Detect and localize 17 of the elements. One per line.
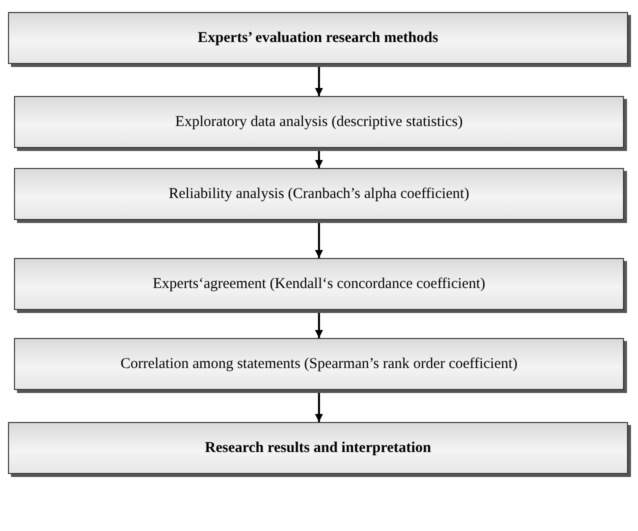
process-box xyxy=(14,258,624,310)
process-box xyxy=(14,168,624,220)
process-box xyxy=(8,12,628,64)
box-label: Experts‘agreement (Kendall‘s concordance coefficient) xyxy=(152,276,486,292)
arrow xyxy=(315,393,323,422)
arrow xyxy=(315,223,323,258)
arrow xyxy=(315,67,323,96)
box-label: Reliability analysis (Cranbach’s alpha coefficient) xyxy=(168,186,470,202)
process-box xyxy=(8,422,628,474)
process-box xyxy=(14,338,624,390)
arrow xyxy=(315,151,323,168)
arrow xyxy=(315,313,323,338)
box-label: Experts’ evaluation research methods xyxy=(196,30,440,46)
box-label: Correlation among statements (Spearman’s rank order coefficient) xyxy=(119,356,519,372)
box-label: Research results and interpretation xyxy=(204,440,432,456)
process-box xyxy=(14,96,624,148)
box-label: Exploratory data analysis (descriptive statistics) xyxy=(174,114,464,130)
